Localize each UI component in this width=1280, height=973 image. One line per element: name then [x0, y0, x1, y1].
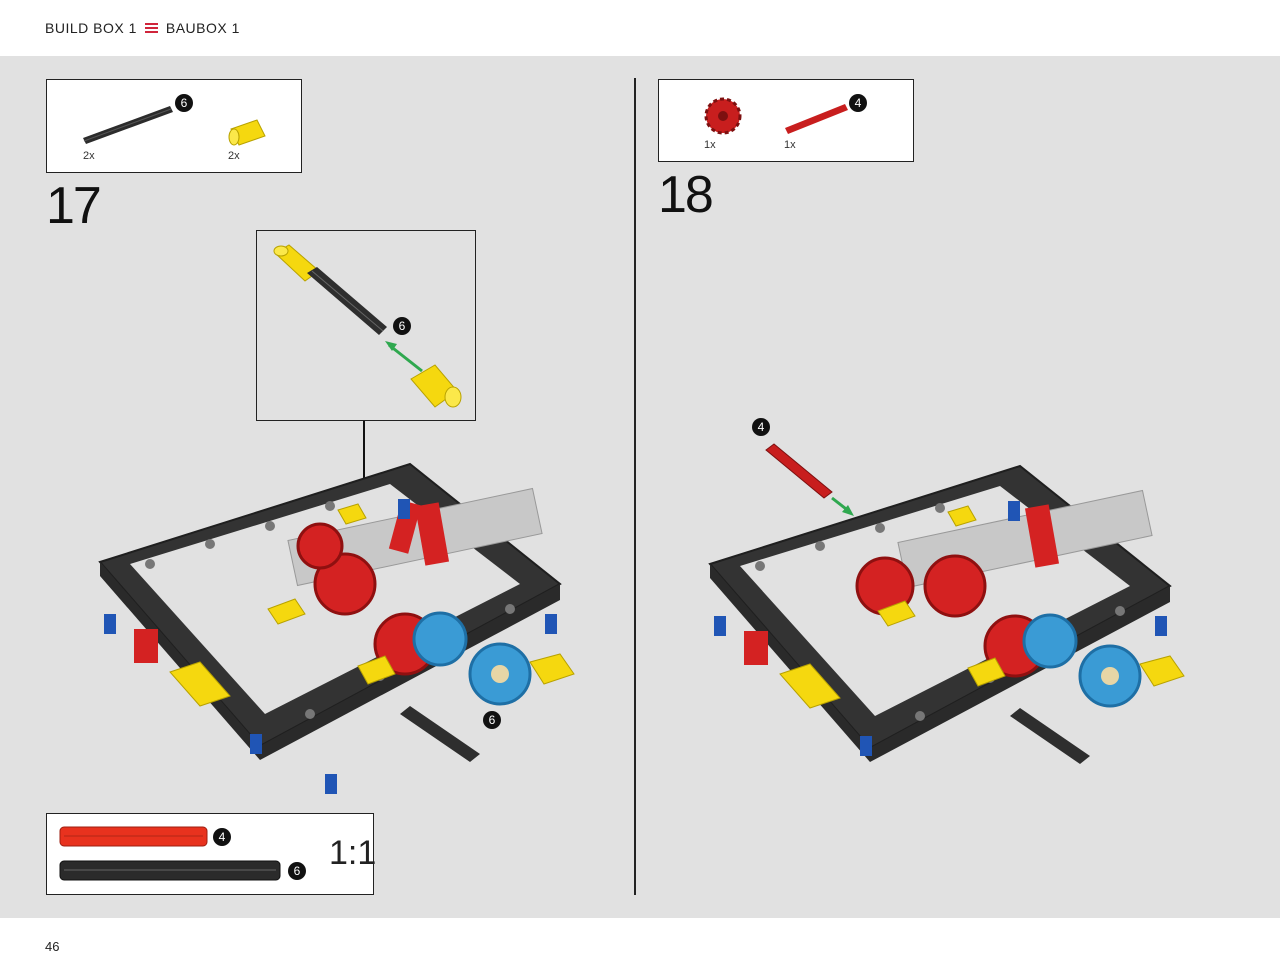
step-divider: [634, 78, 636, 895]
scale-ratio: 1:1: [329, 834, 377, 872]
yellow-connector-icon: [228, 119, 266, 146]
red-gear-icon: [704, 97, 742, 135]
step18-number: 18: [658, 166, 714, 224]
title-en: BUILD BOX 1: [45, 20, 137, 36]
step17-callout: 6: [256, 230, 476, 421]
step17-number: 17: [46, 177, 102, 235]
axle-length-badge: 6: [175, 94, 193, 112]
red-axle-qty: 1x: [784, 139, 796, 151]
page-number: 46: [45, 939, 60, 954]
page-footer: 46: [0, 918, 1280, 973]
axle-assembly-icon: [273, 244, 462, 408]
title-de: BAUBOX 1: [165, 20, 240, 36]
step18-red-axle-arrow: [765, 443, 854, 516]
scale-red-badge: 4: [213, 828, 231, 846]
instruction-area: 6 2x 2x 17 6: [0, 56, 1280, 918]
connector-qty: 2x: [228, 150, 240, 162]
step18-model-badge: 4: [752, 418, 770, 436]
step17-model: [98, 462, 575, 794]
gear-qty: 1x: [704, 139, 716, 151]
red-axle-length-badge: 4: [849, 94, 867, 112]
step18-model: [708, 464, 1185, 764]
step17-model-badge: 6: [483, 711, 501, 729]
book-title: BUILD BOX 1 BAUBOX 1: [45, 20, 240, 36]
red-axle-scale-icon: [59, 826, 281, 881]
red-axle-icon: [785, 104, 848, 134]
step17-parts-box: 6 2x 2x: [46, 79, 302, 173]
page-header: BUILD BOX 1 BAUBOX 1: [0, 0, 1280, 56]
language-separator-icon: [144, 23, 158, 33]
black-axle-icon: [83, 106, 173, 144]
step18-parts-box: 4 1x 1x: [658, 79, 914, 162]
scale-legend: 4 6 1:1: [46, 813, 377, 895]
axle-qty: 2x: [83, 150, 95, 162]
callout-length-badge: 6: [393, 317, 411, 335]
scale-black-badge: 6: [288, 862, 306, 880]
